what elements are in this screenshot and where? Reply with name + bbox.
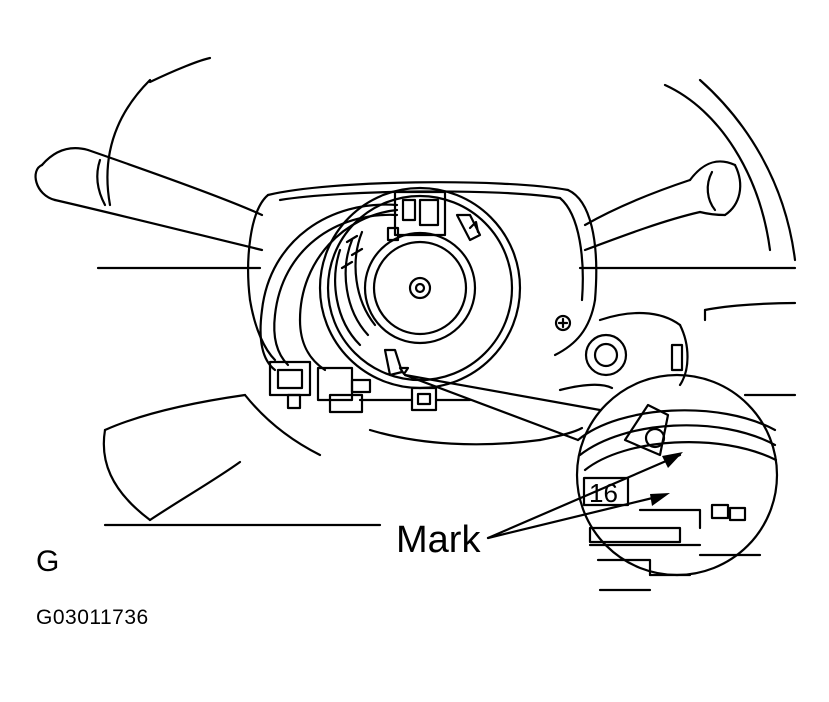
inset-leader-lines bbox=[403, 373, 602, 442]
inset-number: 16 bbox=[589, 478, 618, 508]
right-panel bbox=[554, 301, 797, 397]
panel-letter: G bbox=[36, 545, 60, 578]
bottom-tab bbox=[358, 386, 472, 412]
arrowhead-upper bbox=[662, 452, 683, 468]
magnified-inset bbox=[575, 373, 779, 592]
figure-code: G03011736 bbox=[36, 606, 149, 629]
right-lever bbox=[583, 160, 742, 252]
top-connector bbox=[386, 190, 447, 242]
arrowhead-lower bbox=[650, 493, 670, 506]
mark-arrows bbox=[486, 453, 682, 540]
lower-connectors bbox=[268, 360, 372, 414]
mark-label: Mark bbox=[396, 519, 481, 561]
steering-wheel-rim bbox=[96, 56, 797, 270]
left-lever bbox=[34, 147, 264, 252]
lower-shroud bbox=[102, 393, 584, 527]
wire-harness bbox=[259, 203, 399, 372]
clock-spring bbox=[318, 186, 522, 390]
